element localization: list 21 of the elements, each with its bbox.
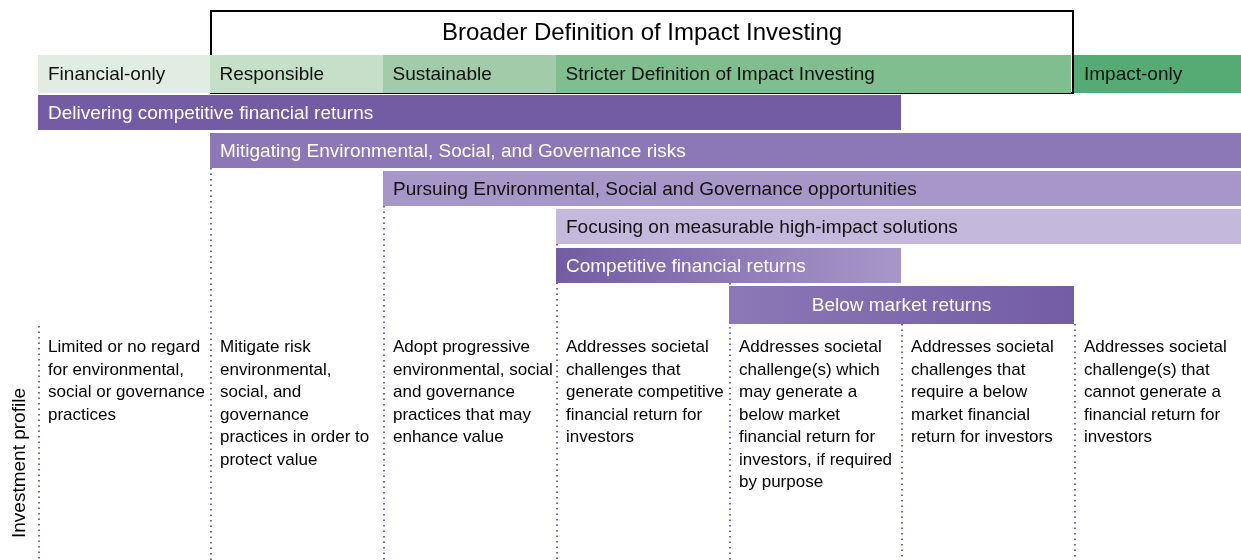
column-header: Impact-only	[1074, 55, 1241, 93]
column-header: Responsible	[209, 54, 383, 93]
axis-label: Investment profile	[8, 388, 30, 538]
column-header: Stricter Definition of Impact Investing	[555, 54, 1071, 93]
spectrum-bar: Pursuing Environmental, Social and Governance opportunities	[383, 171, 1241, 206]
profile-text: Addresses societal challenges that require a below market financial return for investors	[911, 336, 1055, 448]
column-header: Financial-only	[38, 55, 210, 93]
spectrum-bar: Focusing on measurable high-impact solutions	[556, 209, 1241, 244]
spectrum-bar: Competitive financial returns	[556, 248, 901, 283]
spectrum-bar: Delivering competitive financial returns	[38, 95, 901, 130]
spectrum-bar: Below market returns	[729, 286, 1074, 324]
frame-title: Broader Definition of Impact Investing	[440, 18, 844, 46]
profile-text: Addresses societal challenge(s) that cannot generate a financial return for investors	[1084, 336, 1228, 448]
definition-frame	[210, 10, 1074, 94]
profile-text: Addresses societal challenge(s) which may generate a below market financial return for investors, if required by purpose	[739, 336, 894, 493]
profile-text: Mitigate risk environmental, social, and governance practices in order to protect value	[220, 336, 371, 471]
spectrum-bar: Mitigating Environmental, Social, and Governance risks	[210, 133, 1241, 168]
profile-text: Limited or no regard for environmental, social or governance practices	[48, 336, 206, 426]
profile-text: Adopt progressive environmental, social and governance practices that may enhance value	[393, 336, 553, 448]
column-header: Sustainable	[382, 54, 556, 93]
profile-text: Addresses societal challenges that generate competitive financial return for investors	[566, 336, 725, 448]
